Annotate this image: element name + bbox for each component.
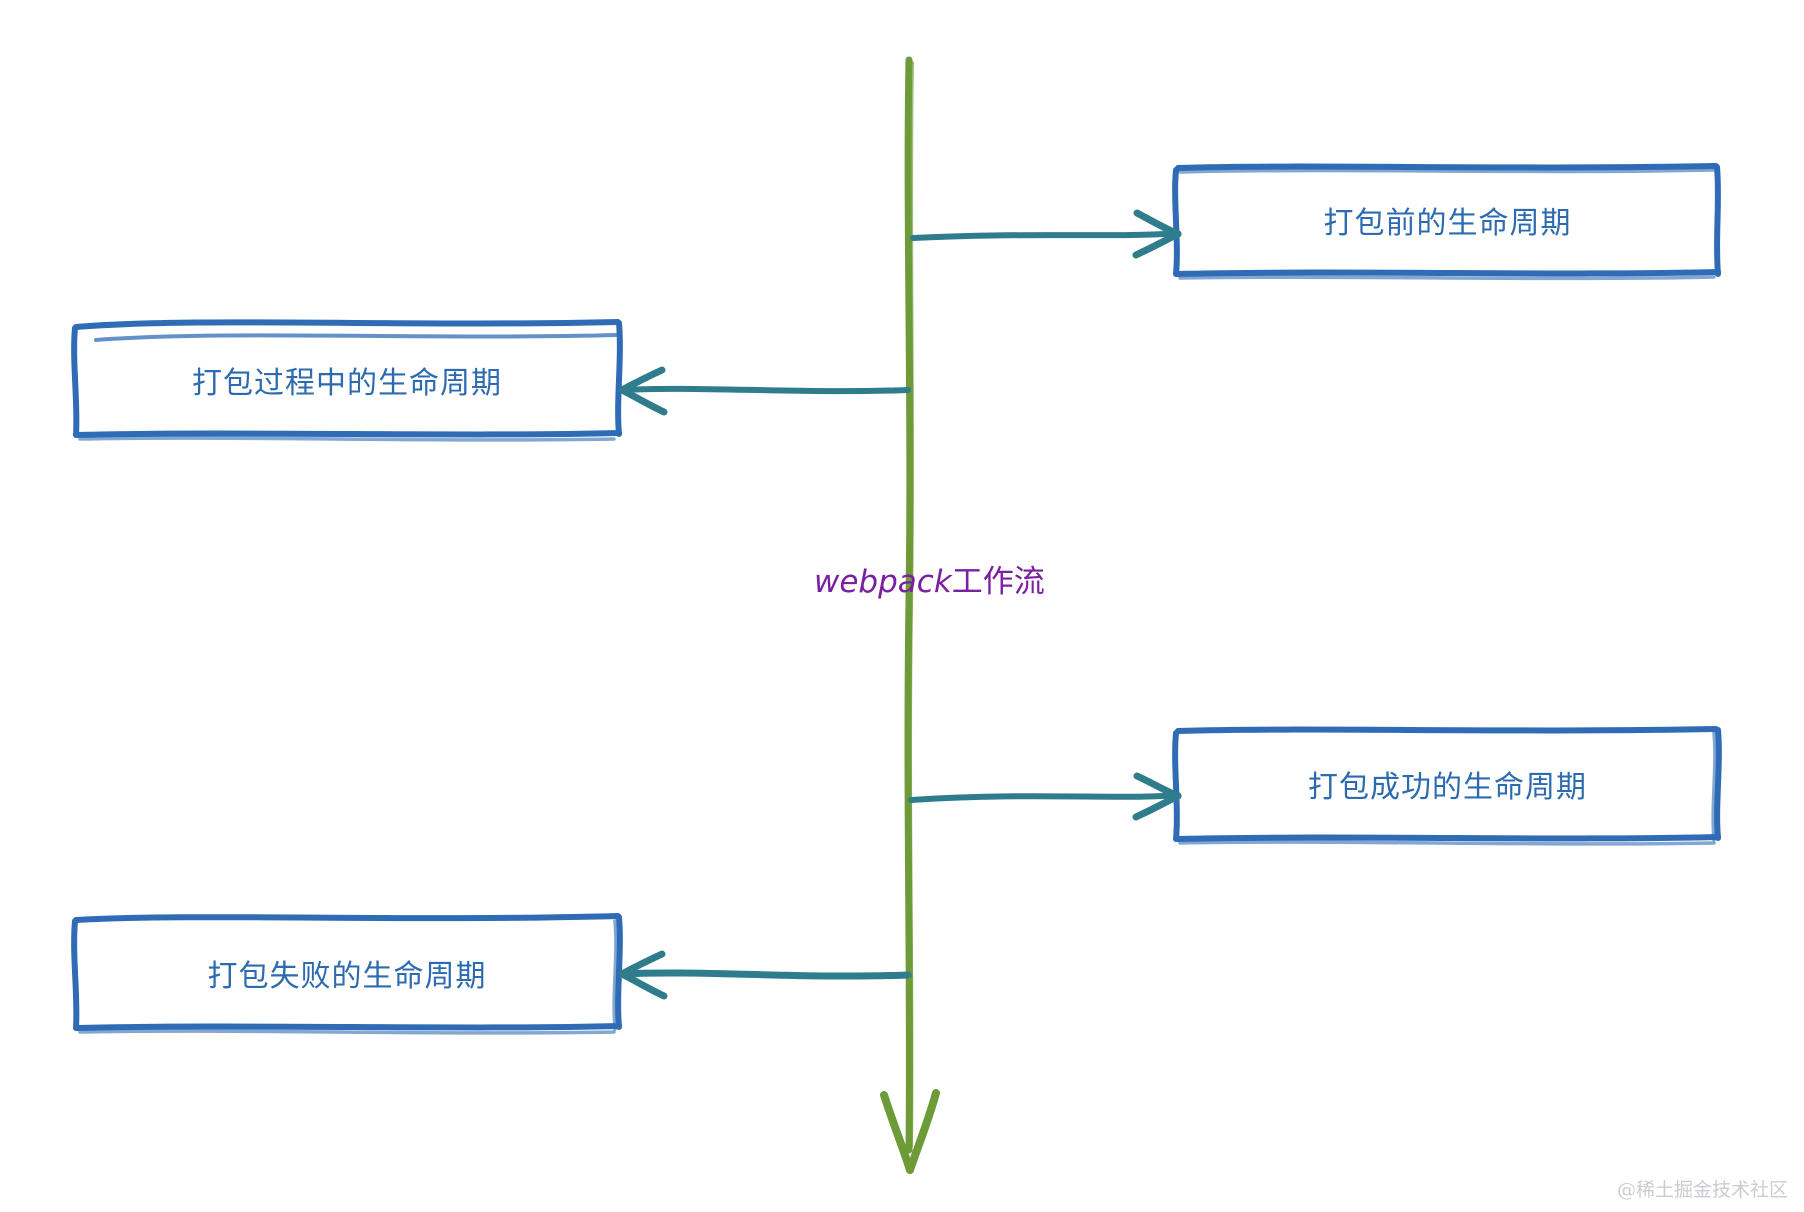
watermark: @稀土掘金技术社区 xyxy=(1616,1179,1788,1201)
axis-arrowhead-icon-right xyxy=(906,1089,940,1174)
axis-title-cjk: 工作流 xyxy=(951,564,1045,600)
axis-line-overdraw xyxy=(908,61,914,1148)
arrow-to-before-build xyxy=(910,209,1182,259)
arrow-to-build-failure xyxy=(618,950,912,1000)
node-before-build-box[interactable] xyxy=(1172,163,1721,281)
arrow-to-during-build xyxy=(618,366,911,416)
axis-title: webpack工作流 xyxy=(814,556,1045,601)
webpack-workflow-axis xyxy=(880,56,940,1174)
axis-title-latin: webpack xyxy=(814,564,952,600)
arrow-to-build-success xyxy=(908,772,1182,821)
node-during-build-box[interactable] xyxy=(71,319,623,442)
node-build-success-box[interactable] xyxy=(1172,726,1722,846)
node-build-failure-box[interactable] xyxy=(71,913,623,1035)
